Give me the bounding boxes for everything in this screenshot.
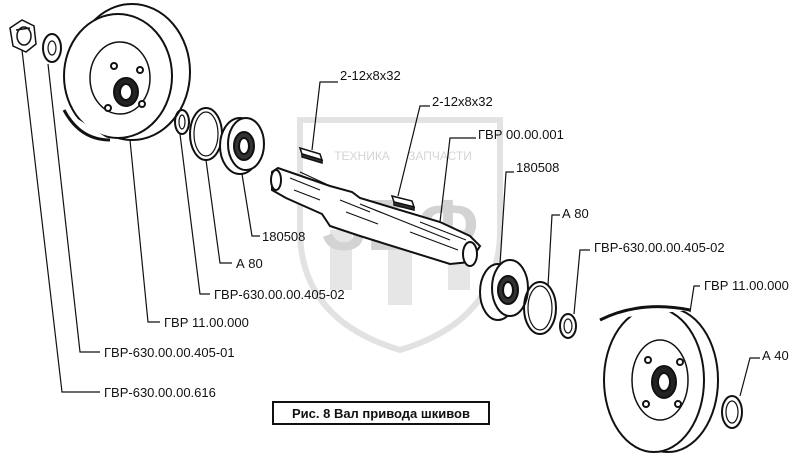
watermark-text-right: ЗАПЧАСТИ	[408, 149, 472, 163]
bearing-right-part	[479, 259, 529, 321]
label-ring-left: А 80	[236, 256, 263, 271]
pulley-right-part	[599, 305, 719, 453]
washer-thin-right-part	[559, 313, 577, 339]
label-bearing-left: 180508	[262, 229, 305, 244]
label-washer-left: ГВР-630.00.00.405-01	[104, 345, 235, 360]
label-snap-ring: А 40	[762, 348, 789, 363]
ring-left-part	[189, 107, 223, 161]
label-washer-right: ГВР-630.00.00.405-02	[594, 240, 725, 255]
washer-left-part	[42, 33, 62, 63]
label-shaft: ГВР 00.00.001	[478, 127, 564, 142]
label-washer-thin-left: ГВР-630.00.00.405-02	[214, 287, 345, 302]
label-pulley-left: ГВР 11.00.000	[164, 315, 249, 330]
nut-part	[9, 19, 37, 53]
label-key-lower: 2-12x8x32	[432, 94, 493, 109]
leader-lines	[21, 49, 760, 397]
bearing-left-part	[219, 117, 265, 175]
key-upper-part	[298, 146, 324, 165]
washer-thin-left-part	[174, 109, 190, 135]
label-nut: ГВР-630.00.00.616	[104, 385, 216, 400]
pulley-left-part	[62, 3, 191, 142]
label-key-upper: 2-12x8x32	[340, 68, 401, 83]
snap-ring-a40-part	[721, 395, 743, 429]
figure-caption: Рис. 8 Вал привода шкивов	[272, 401, 490, 425]
shaft-part	[270, 166, 482, 267]
watermark-text-left: ТЕХНИКА	[334, 149, 390, 163]
label-ring-right: А 80	[562, 206, 589, 221]
ring-right-part	[523, 281, 557, 335]
label-pulley-right: ГВР 11.00.000	[704, 278, 789, 293]
key-lower-part	[390, 194, 416, 211]
label-bearing-right: 180508	[516, 160, 559, 175]
